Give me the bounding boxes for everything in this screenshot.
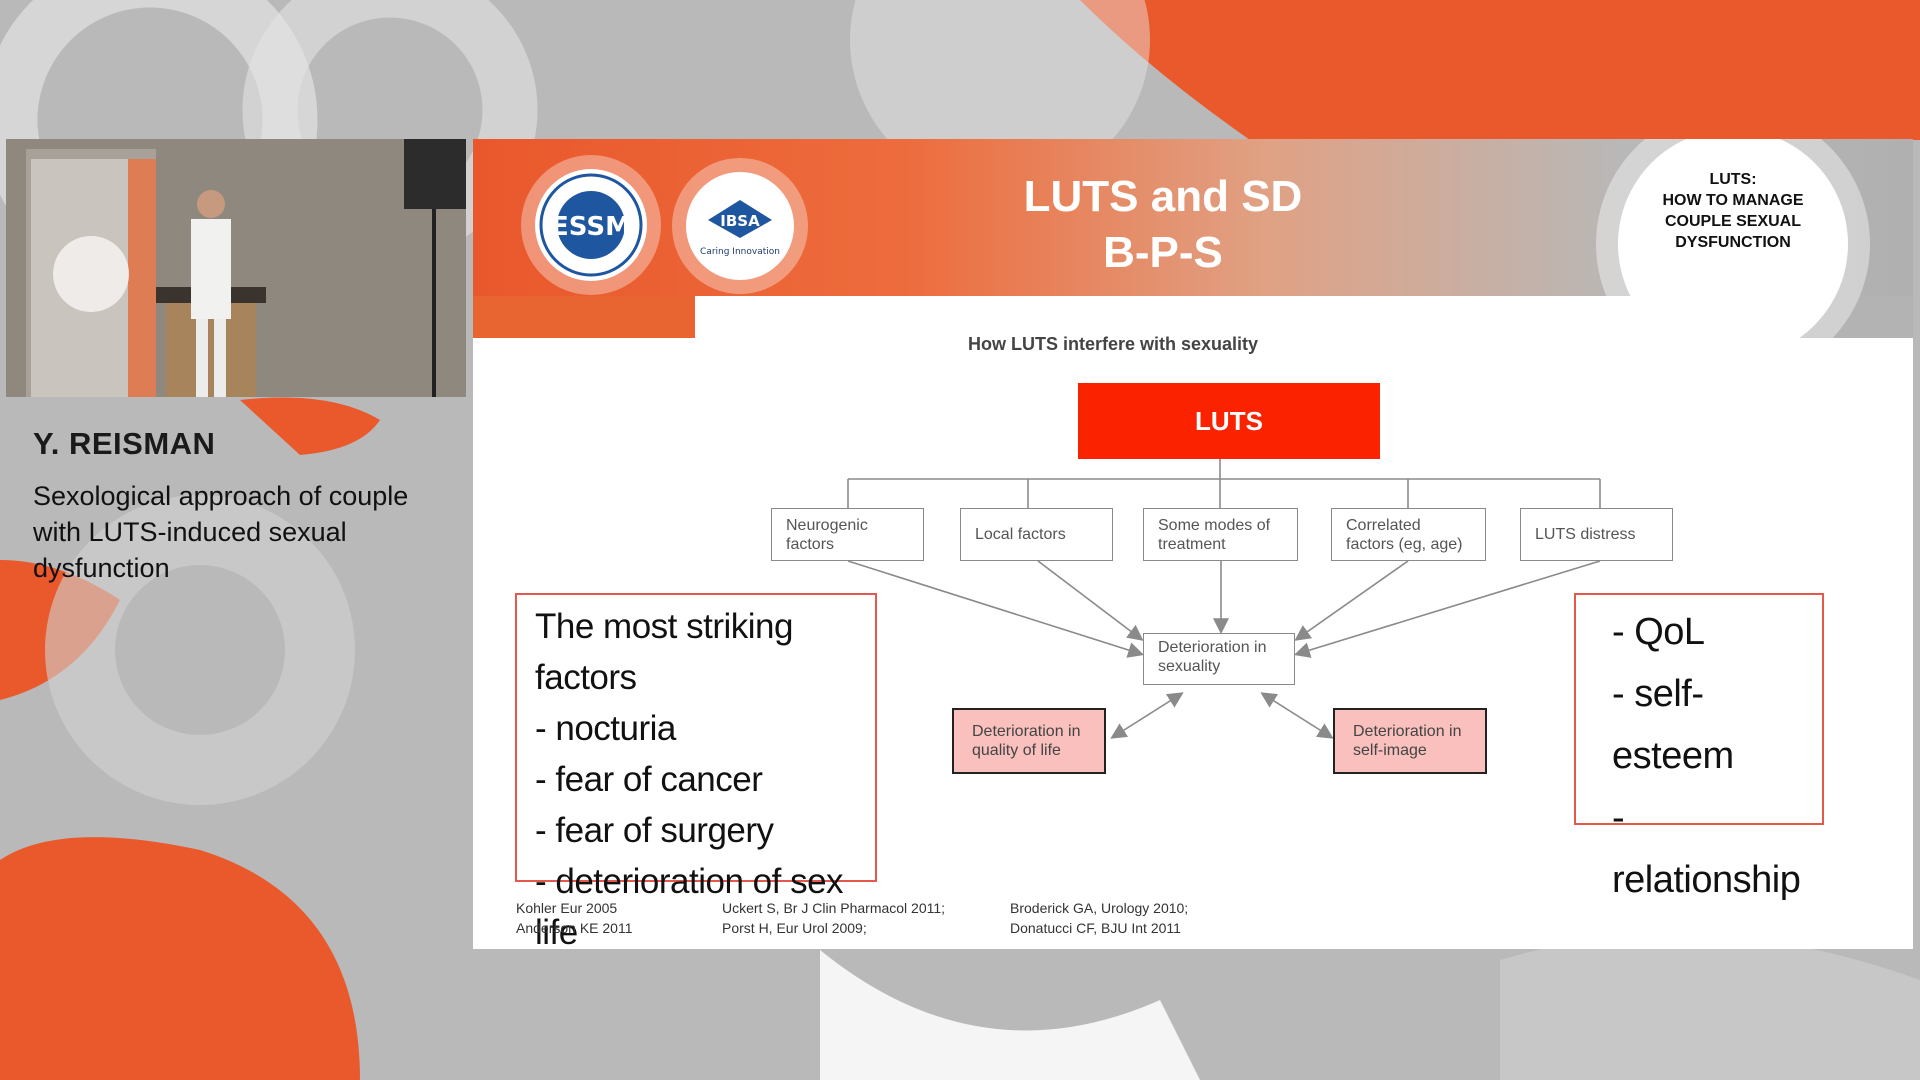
reference-line: Broderick GA, Urology 2010; [1010, 900, 1189, 916]
essm-logo: ESSM [535, 169, 647, 281]
panel-line: - fear of cancer [535, 760, 763, 799]
panel-line: - nocturia [535, 709, 676, 748]
panel-line: - QoL [1612, 611, 1705, 653]
reference-group: Uckert S, Br J Clin Pharmacol 2011; Pors… [722, 898, 945, 938]
reference-line: Anderson KE 2011 [516, 920, 633, 936]
factor-box-neurogenic: Neurogenic factors [771, 508, 924, 561]
svg-text:Caring Innovation: Caring Innovation [700, 247, 780, 257]
slide-title-line1: LUTS and SD [1023, 172, 1303, 221]
presentation-slide: ESSM IBSA Caring Innovation LUTS and SD … [473, 139, 1913, 949]
speaker-name: Y. REISMAN [33, 426, 216, 461]
slide-title: LUTS and SD B-P-S [993, 169, 1333, 281]
svg-text:IBSA: IBSA [720, 212, 760, 230]
panel-line: - self-esteem [1612, 673, 1734, 777]
factor-box-correlated: Correlated factors (eg, age) [1331, 508, 1486, 561]
outcome-box-quality-of-life: Deterioration in quality of life [952, 708, 1106, 774]
reference-line: Kohler Eur 2005 [516, 900, 618, 916]
impact-panel: - QoL - self-esteem - relationship [1574, 593, 1824, 901]
event-badge: LUTS: HOW TO MANAGE COUPLE SEXUAL DYSFUN… [1618, 139, 1848, 359]
ibsa-logo-icon: IBSA Caring Innovation [700, 200, 780, 257]
talk-title: Sexological approach of couple with LUTS… [33, 481, 409, 583]
reference-line: Uckert S, Br J Clin Pharmacol 2011; [722, 900, 946, 916]
factor-box-local: Local factors [960, 508, 1113, 561]
diagram-connectors [847, 459, 1601, 739]
center-box-sexuality: Deterioration in sexuality [1143, 633, 1295, 685]
badge-line: DYSFUNCTION [1675, 234, 1791, 251]
event-badge-text: LUTS: HOW TO MANAGE COUPLE SEXUAL DYSFUN… [1618, 169, 1848, 253]
striking-factors-panel: The most striking factors - nocturia - f… [515, 593, 877, 949]
diagram-subtitle: How LUTS interfere with sexuality [967, 334, 1259, 354]
reference-line: Porst H, Eur Urol 2009; [722, 920, 867, 936]
badge-line: HOW TO MANAGE [1662, 192, 1804, 209]
reference-group: Kohler Eur 2005 Anderson KE 2011 [516, 898, 633, 938]
badge-line: COUPLE SEXUAL [1664, 213, 1801, 230]
essm-logo-icon: ESSM [539, 173, 643, 277]
luts-root-box: LUTS [1078, 383, 1380, 459]
header-accent-step [473, 296, 695, 338]
factor-box-distress: LUTS distress [1520, 508, 1673, 561]
svg-text:ESSM: ESSM [551, 212, 631, 242]
outcome-box-self-image: Deterioration in self-image [1333, 708, 1487, 774]
panel-line: - fear of surgery [535, 811, 774, 850]
panel-line: The most striking factors [535, 607, 793, 697]
panel-line: - deterioration of sex life [535, 862, 844, 949]
badge-line: LUTS: [1709, 171, 1757, 188]
reference-line: Donatucci CF, BJU Int 2011 [1010, 920, 1181, 936]
slide-title-line2: B-P-S [1103, 228, 1223, 277]
video-scene [6, 139, 466, 397]
factor-box-treatment: Some modes of treatment [1143, 508, 1298, 561]
panel-line: - relationship [1612, 797, 1801, 901]
reference-group: Broderick GA, Urology 2010; Donatucci CF… [1010, 898, 1188, 938]
ibsa-logo: IBSA Caring Innovation [686, 172, 794, 280]
speaker-video [6, 139, 466, 397]
